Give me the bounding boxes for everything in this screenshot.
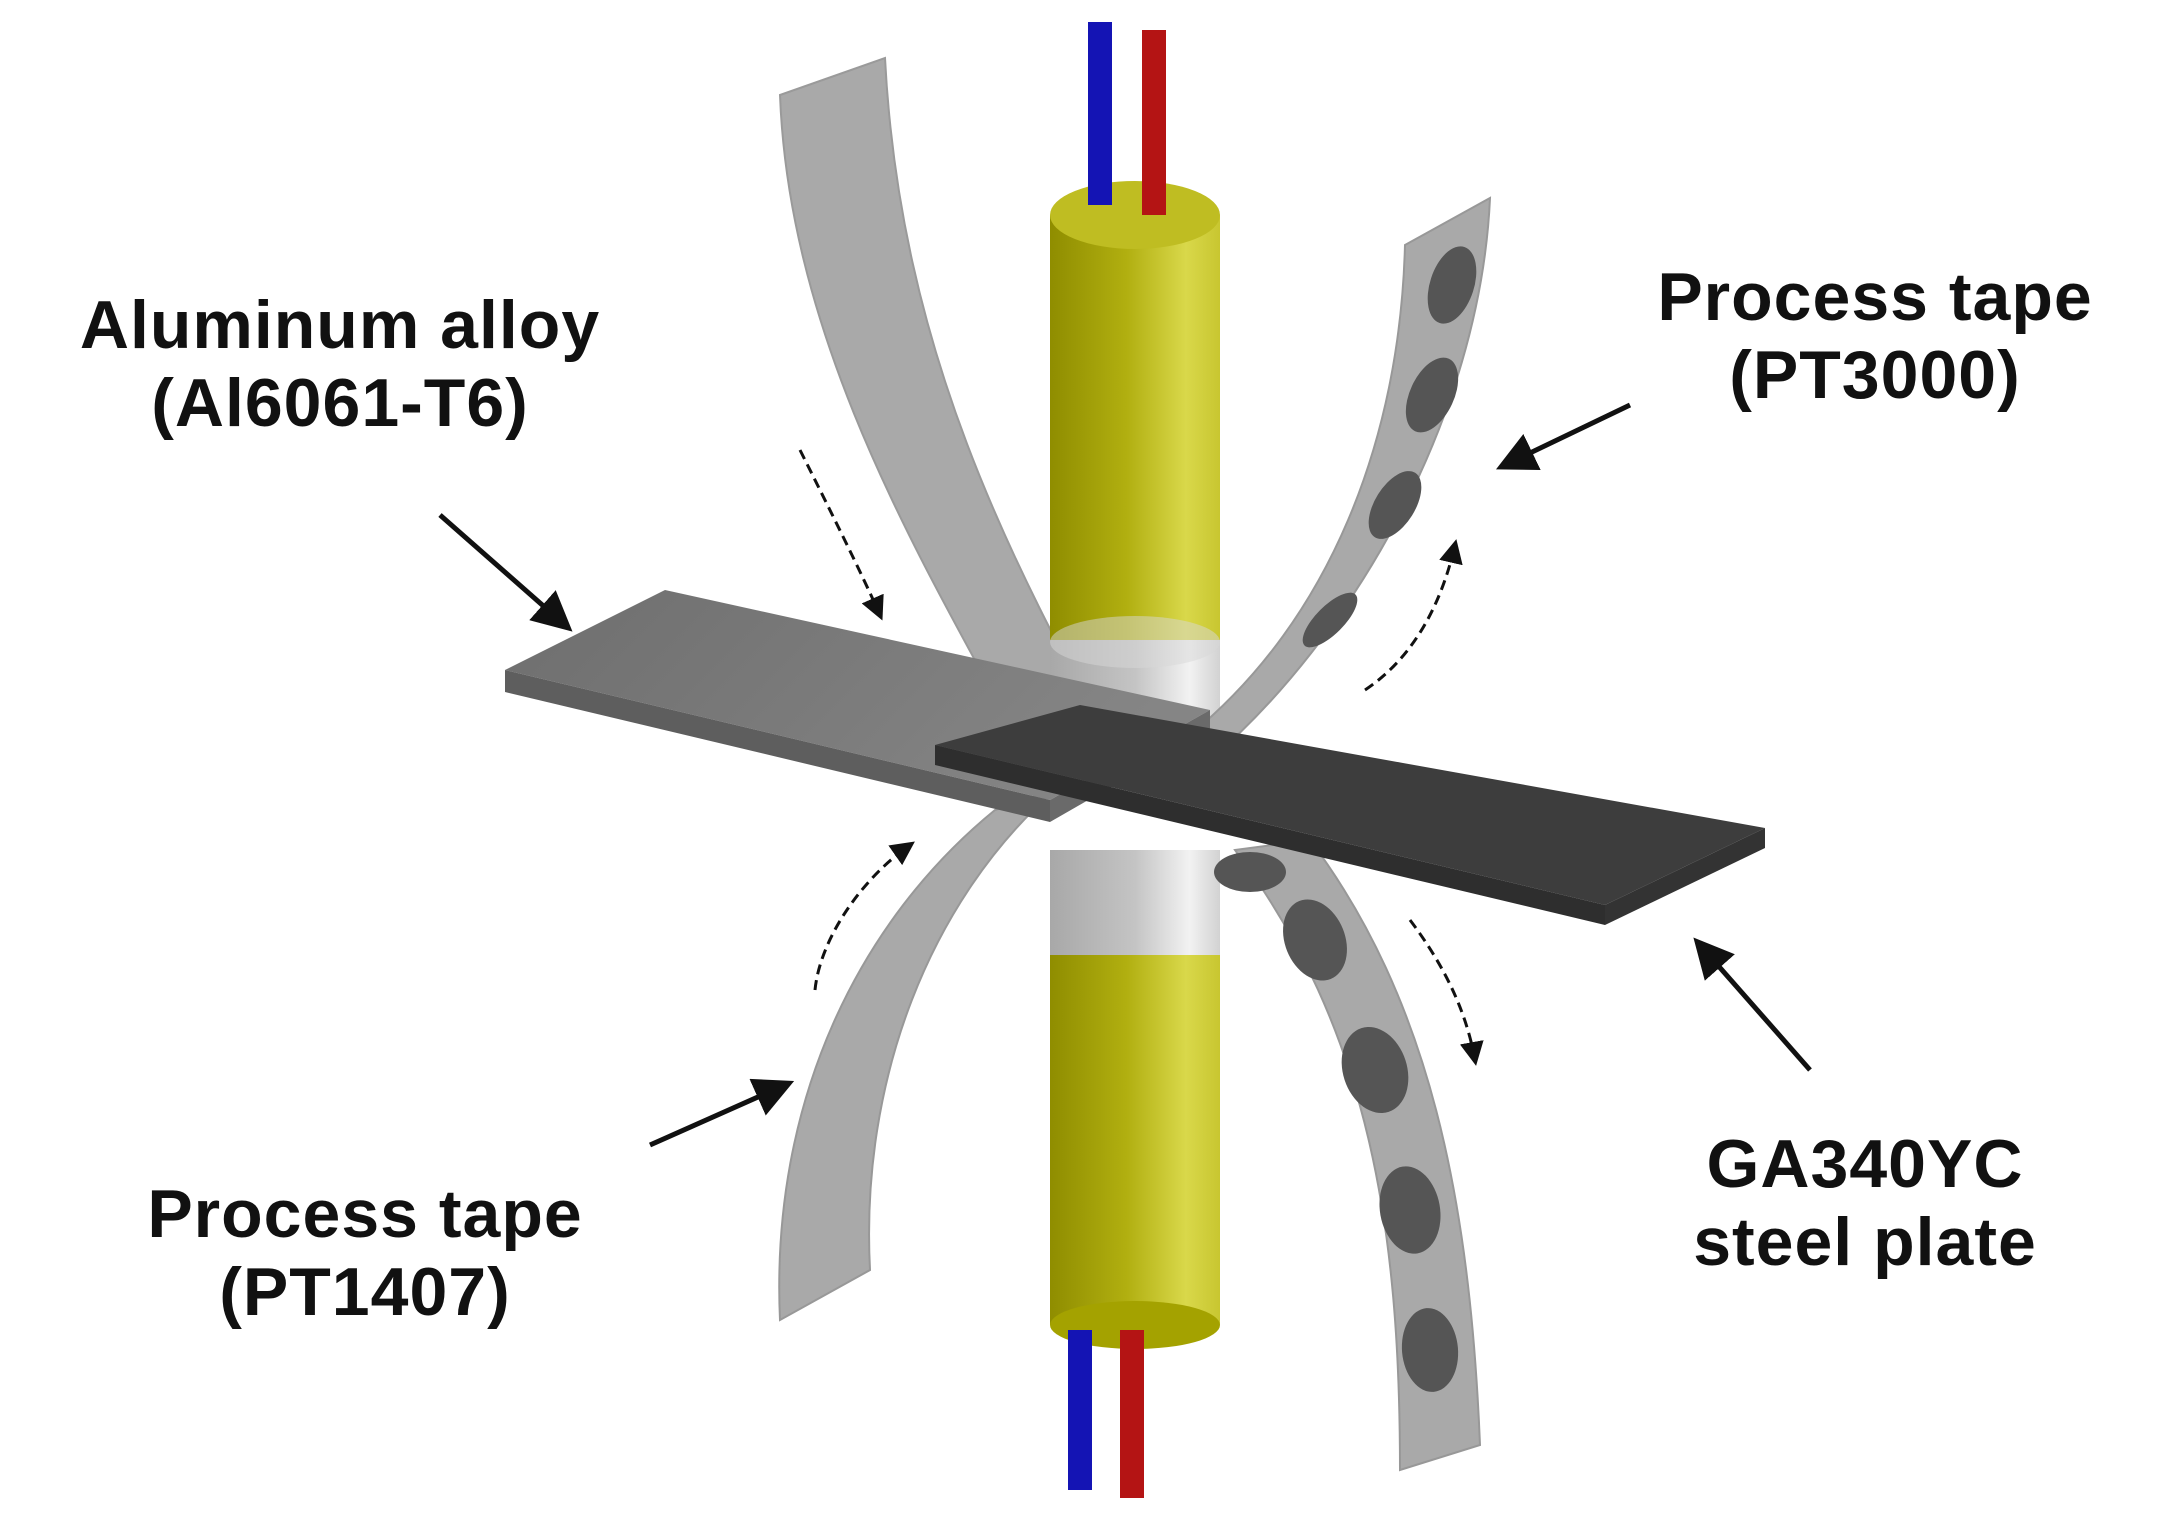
label-aluminum-grade: (Al6061-T6) <box>151 365 529 441</box>
label-steel-plate: GA340YC steel plate <box>1635 1125 2095 1281</box>
upper-perforated-tape <box>1188 196 1492 762</box>
label-pt1407-name: Process tape <box>147 1176 583 1252</box>
tape-hole <box>1283 899 1347 981</box>
feed-direction-arrows <box>798 449 1484 1066</box>
label-pt3000-grade: (PT3000) <box>1729 337 2021 413</box>
tape-hole <box>1379 1166 1441 1254</box>
label-steel-name: GA340YC <box>1706 1126 2024 1202</box>
label-steel-grade: steel plate <box>1693 1204 2037 1280</box>
tape-hole <box>1427 246 1477 324</box>
upper-electrode <box>1050 181 1220 755</box>
arrow-to-pt1407 <box>648 1078 795 1148</box>
label-aluminum-name: Aluminum alloy <box>79 287 601 363</box>
pointer-arrows <box>438 402 1812 1148</box>
lower-perforated-tape <box>1214 838 1482 1472</box>
label-process-tape-pt3000: Process tape (PT3000) <box>1605 258 2145 414</box>
tape-hole <box>1341 1027 1409 1113</box>
label-pt3000-name: Process tape <box>1657 259 2093 335</box>
arrow-to-steel <box>1693 937 1812 1072</box>
tape-hole <box>1368 471 1422 539</box>
label-aluminum-alloy: Aluminum alloy (Al6061-T6) <box>20 286 660 442</box>
label-process-tape-pt1407: Process tape (PT1407) <box>95 1175 635 1331</box>
tape-hole <box>1401 1308 1459 1392</box>
tape-hole <box>1214 852 1286 892</box>
lower-electrode <box>1050 850 1220 1349</box>
arrow-to-pt3000 <box>1495 402 1632 471</box>
tape-hole <box>1405 357 1459 433</box>
steel-plate <box>935 705 1765 925</box>
lower-plain-tape <box>778 789 1056 1322</box>
label-pt1407-grade: (PT1407) <box>219 1254 511 1330</box>
tape-hole <box>1302 592 1358 648</box>
arrow-to-aluminum <box>438 513 573 632</box>
